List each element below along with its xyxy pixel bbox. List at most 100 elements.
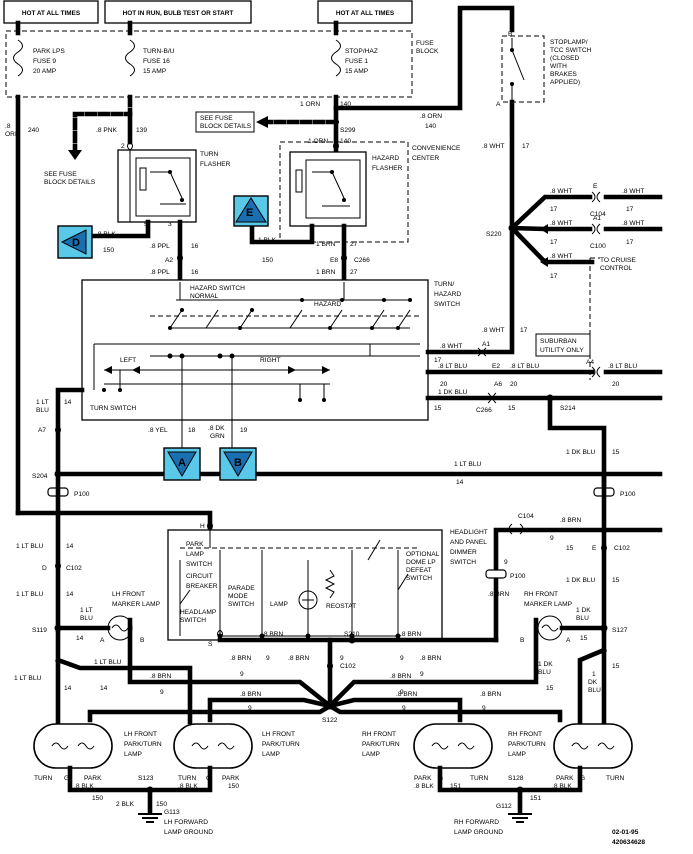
brn-to-lh-marker xyxy=(127,617,334,710)
stoplamp-line-5: BRAKES xyxy=(550,71,577,78)
rw-n15: 15 xyxy=(434,405,442,412)
dimmer-1: HEADLIGHT xyxy=(450,529,488,536)
cruise-label-1: TO CRUISE xyxy=(600,257,636,264)
convenience-line-1: CONVENIENCE xyxy=(412,145,461,152)
connector-c104b: C104 xyxy=(518,513,534,520)
g-blk-right-n: 151 xyxy=(450,783,461,790)
fuse-1-line-2: FUSE 1 xyxy=(345,58,368,65)
bw-dimmer-brn: .8 BRN xyxy=(488,591,509,598)
lh2-label-2: PARK/TURN xyxy=(262,741,300,748)
stamp-id: 420634628 xyxy=(612,839,645,846)
hs-dome-4: SWITCH xyxy=(406,575,432,582)
rh1-park: PARK xyxy=(414,775,432,782)
brn-to-lh1 xyxy=(87,702,334,723)
connector-c266: C266 xyxy=(354,257,370,264)
connector-a2: A2 xyxy=(165,257,173,264)
s122-label: S122 xyxy=(322,717,338,724)
lh-park-turn-lamp-1: TURN PARK G xyxy=(33,723,113,782)
fuse-16: TURN-B/U FUSE 16 15 AMP xyxy=(125,39,175,77)
rw-dkblu15: 1 DK BLU xyxy=(438,389,468,396)
hs-park-1: PARK xyxy=(186,541,204,548)
orn-240-a: .8 xyxy=(5,123,11,130)
g112-label: G112 xyxy=(496,803,512,810)
branch-3-left-num: 17 xyxy=(550,273,558,280)
rh1-label-1: RH FRONT xyxy=(362,731,396,738)
lh-ground-1: LH FORWARD xyxy=(164,819,208,826)
lh-ground-2: LAMP GROUND xyxy=(164,829,213,836)
branch-2-right-num: 17 xyxy=(626,239,634,246)
hs-dome-2: DOME LP xyxy=(406,559,436,566)
g-blk-right2: .8 BLK xyxy=(552,783,572,790)
rw-ltblu20-far-n: 20 xyxy=(612,381,620,388)
fuse-9-line-1: PARK LPS xyxy=(33,48,65,55)
ref-a[interactable]: A xyxy=(163,447,201,481)
rs-dkblu-n: 15 xyxy=(612,449,620,456)
hs-parade-2: MODE xyxy=(228,593,248,600)
hs-pin-s: S xyxy=(208,641,213,648)
suburban-1: SUBURBAN xyxy=(540,338,577,345)
p100-right-label: P100 xyxy=(620,491,636,498)
bw-3: .8 BRN xyxy=(390,673,411,680)
ls-ltblu-long-n: 14 xyxy=(456,479,464,486)
g-blk-2: 2 BLK xyxy=(116,801,135,808)
bw-5n: 9 xyxy=(402,705,406,712)
g-blk-left2: .8 BLK xyxy=(178,783,198,790)
ref-b[interactable]: B xyxy=(219,447,257,481)
connector-a4: A4 xyxy=(586,359,594,366)
stoplamp-line-3: (CLOSED xyxy=(550,55,580,62)
pnk-dashed-arrow xyxy=(72,94,133,153)
rh2-g: G xyxy=(580,775,585,782)
wire-wht-17-num: 17 xyxy=(522,143,530,150)
turn-flasher-line-1: TURN xyxy=(200,151,219,158)
orn-240-to-headlight xyxy=(15,510,213,530)
g-blk-left: .8 BLK xyxy=(74,783,94,790)
ls-ltblu-bottom: 1 LT BLU xyxy=(94,659,121,666)
turn-flasher-line-2: FLASHER xyxy=(200,161,231,168)
ppl-connector xyxy=(177,253,183,263)
s123-label: S123 xyxy=(138,775,154,782)
branch-2-left-label: .8 WHT xyxy=(550,220,572,227)
lh1-label-2: PARK/TURN xyxy=(124,741,162,748)
s299-label: S299 xyxy=(340,127,356,134)
hs-cb-1: CIRCUIT xyxy=(186,573,213,580)
c104-connector xyxy=(591,191,601,203)
brn-connector xyxy=(341,253,347,263)
fuse-16-line-2: FUSE 16 xyxy=(143,58,170,65)
blk-1-hazard xyxy=(249,219,315,245)
wire-orn-140-label: 1 ORN xyxy=(300,101,320,108)
lh-ltblu-ml-1: 1 LT xyxy=(80,607,93,614)
lh-marker-pin-a: A xyxy=(100,637,105,644)
hazard-label: HAZARD xyxy=(314,301,341,308)
c100-connector xyxy=(591,223,601,235)
branch-2-right-label: .8 WHT xyxy=(622,220,644,227)
fuse-9-line-2: FUSE 9 xyxy=(33,58,56,65)
rs-dkblu-c102-n2: 15 xyxy=(612,577,620,584)
ref-a-letter: A xyxy=(178,457,186,469)
header-middle: HOT IN RUN, BULB TEST OR START xyxy=(104,0,252,24)
s128-label: S128 xyxy=(508,775,524,782)
wire-ppl-label: .8 PPL xyxy=(150,243,170,250)
ref-e-letter: E xyxy=(246,207,253,219)
rh-park-turn-lamp-2: PARK TURN G RH FRONT PARK/TURN LAMP xyxy=(508,723,633,782)
wire-pnk-num: 139 xyxy=(136,127,147,134)
c100-pin-a1: A1 xyxy=(593,215,601,222)
bw-n9a: 9 xyxy=(266,655,270,662)
ref-d[interactable]: D xyxy=(57,225,93,259)
ls-ltblu-2: BLU xyxy=(36,407,49,414)
lh-marker-pin-b: B xyxy=(140,637,145,644)
rw-wht17bn: 17 xyxy=(434,357,442,364)
ls-n14: 14 xyxy=(64,399,72,406)
hs-headlamp-2: SWITCH xyxy=(180,617,206,624)
header-left: HOT AT ALL TIMES xyxy=(3,0,99,24)
wht-17-into-switch xyxy=(425,225,515,355)
blk-lh-ground-2 xyxy=(147,765,213,793)
rw-dkblu15n: 15 xyxy=(508,405,516,412)
ref-e[interactable]: E xyxy=(233,195,269,227)
rs-dkblu-b-n: 15 xyxy=(546,685,554,692)
g-blk-2-n: 150 xyxy=(156,801,167,808)
hazard-switch-title-3: SWITCH xyxy=(434,301,460,308)
rh-ground-2: LAMP GROUND xyxy=(454,829,503,836)
hs-dome-1: OPTIONAL xyxy=(406,551,440,558)
bw-3n: 9 xyxy=(400,689,404,696)
lh-marker-1: LH FRONT xyxy=(112,591,145,598)
